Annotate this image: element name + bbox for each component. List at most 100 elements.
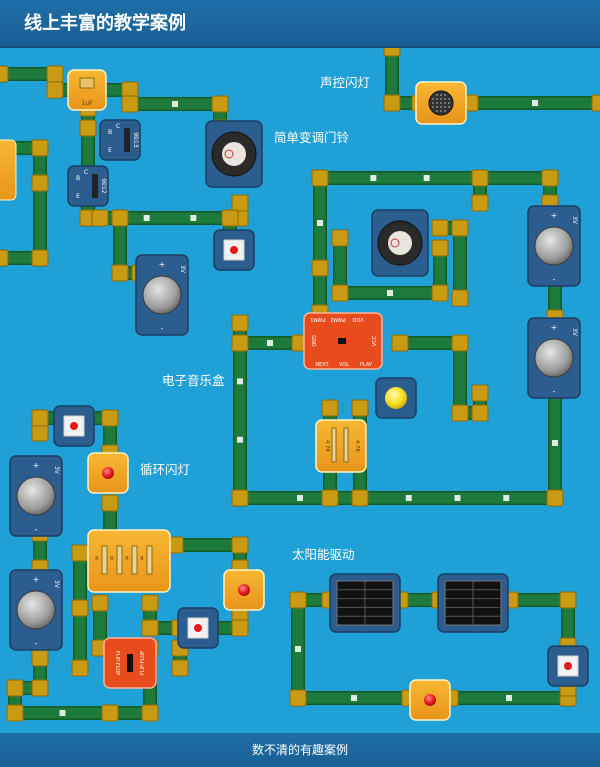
connector	[431, 219, 449, 237]
mic-hole	[448, 98, 450, 100]
wire-contact	[237, 436, 243, 443]
wire-contact	[59, 710, 66, 716]
battery-minus-text: -	[553, 275, 556, 284]
flip-flop-label: FLIP-FLOP	[140, 651, 146, 675]
label-music-box: 电子音乐盒	[162, 373, 225, 388]
connector	[591, 94, 600, 112]
wire-contact	[297, 495, 303, 501]
connector	[321, 399, 339, 417]
battery-voltage-text: 3V	[53, 580, 60, 589]
wire-contact	[552, 440, 558, 446]
battery-minus-text: -	[35, 525, 38, 534]
connector	[91, 594, 109, 612]
capacitor-label: 1uF	[81, 100, 93, 107]
resistor-icon	[101, 545, 108, 575]
chip-pin-label: PLAY	[360, 362, 373, 368]
wire-contact	[387, 290, 393, 296]
mic-hole	[448, 106, 450, 108]
transistor-pin-c: C	[116, 123, 120, 130]
battery-plus-text: +	[33, 575, 40, 584]
connector	[101, 409, 119, 427]
chip-die-icon	[127, 654, 133, 672]
mic-hole	[444, 102, 446, 104]
connector	[559, 591, 577, 609]
connector	[289, 689, 307, 707]
transistor-pin-e: E	[76, 193, 80, 200]
connector	[121, 95, 139, 113]
transistor-pin-b: B	[108, 129, 112, 136]
label-voice-flash: 声控闪灯	[320, 75, 371, 90]
wire-contact	[405, 495, 412, 501]
battery-cell-icon	[534, 226, 574, 266]
wire-contact	[295, 646, 301, 652]
connector	[351, 489, 369, 507]
connector	[451, 219, 469, 237]
connector	[331, 284, 349, 302]
wires-layer	[0, 48, 600, 720]
button-cap-icon	[230, 246, 238, 254]
battery-cell-icon	[142, 275, 182, 315]
connector	[231, 314, 249, 332]
wire-contact	[172, 101, 178, 107]
connector	[231, 194, 249, 212]
battery-minus-text: -	[35, 639, 38, 648]
connector	[311, 169, 329, 187]
button-cap-icon	[194, 624, 202, 632]
chip-die-icon	[338, 338, 346, 344]
connector	[71, 599, 89, 617]
connector	[111, 264, 129, 282]
connector	[431, 284, 449, 302]
connector	[31, 249, 49, 267]
resistor-label: R	[140, 556, 144, 562]
resistor-label: R	[95, 556, 99, 562]
speaker-cone-icon	[388, 231, 412, 255]
battery-plus-text: +	[551, 323, 558, 332]
battery-minus-text: -	[161, 324, 164, 333]
connector	[221, 209, 239, 227]
speaker-coil-icon	[224, 149, 234, 159]
mic-hole	[436, 98, 438, 100]
connector	[6, 679, 24, 697]
connector	[289, 591, 307, 609]
chip-pin-label: VCC	[372, 335, 378, 346]
wire-contact	[267, 340, 273, 346]
wire-contact	[370, 175, 377, 181]
connector	[141, 594, 159, 612]
wire-contact	[237, 378, 243, 385]
mic-hole	[440, 110, 442, 112]
battery-plus-text: +	[551, 211, 558, 220]
connector	[231, 489, 249, 507]
connector	[0, 249, 9, 267]
button-cap-icon	[70, 422, 78, 430]
label-solar-drive: 太阳能驱动	[292, 547, 355, 562]
connector	[31, 139, 49, 157]
connector	[31, 409, 49, 427]
connectors-layer	[0, 39, 600, 722]
transistor-pin-e: E	[108, 147, 112, 154]
battery-voltage-text: 3V	[179, 265, 186, 274]
connector	[331, 229, 349, 247]
transistor-pin-c: C	[84, 169, 88, 176]
connector	[6, 704, 24, 722]
connector	[31, 424, 49, 442]
connector	[471, 384, 489, 402]
wire-segment	[175, 539, 246, 568]
red-led-icon	[424, 694, 436, 706]
battery-minus-text: -	[553, 387, 556, 396]
mic-hole	[436, 110, 438, 112]
mic-hole	[436, 106, 438, 108]
chip-pin-label: PWM1	[310, 316, 325, 322]
connector	[383, 94, 401, 112]
mic-hole	[440, 94, 442, 96]
connector	[31, 649, 49, 667]
wire-contact	[423, 175, 430, 181]
mic-hole	[444, 94, 446, 96]
mic-hole	[444, 98, 446, 100]
resistor-icon	[116, 545, 123, 575]
connector	[141, 619, 159, 637]
wire-segment	[510, 593, 575, 646]
connector	[431, 239, 449, 257]
button-cap-icon	[564, 662, 572, 670]
